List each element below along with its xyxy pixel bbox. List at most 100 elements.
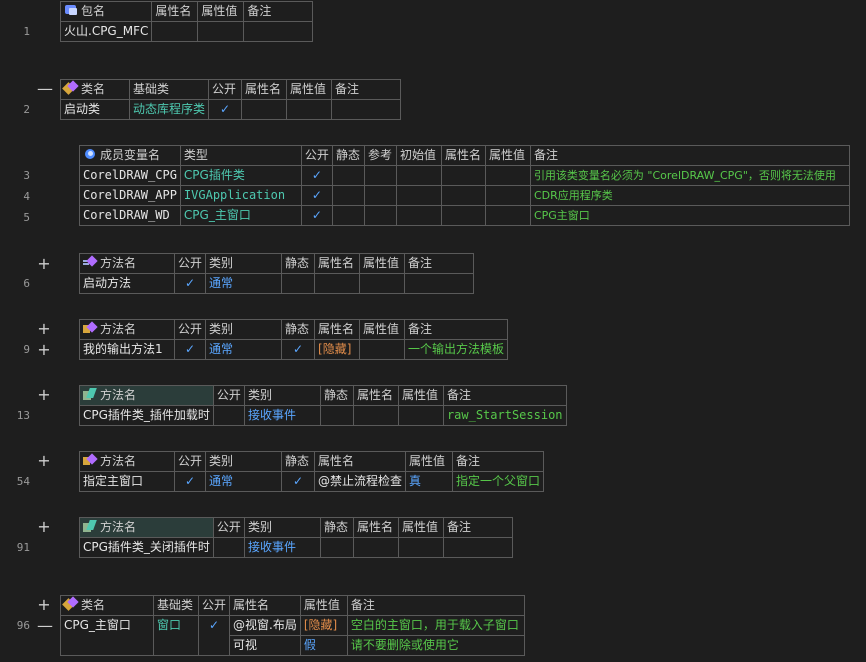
method-name-cell[interactable]: 指定主窗口	[79, 471, 175, 492]
member-name-cell[interactable]: CorelDRAW_APP	[79, 185, 181, 206]
method-table-plugin-load: 方法名 公开 类别 静态 属性名 属性值 备注 CPG插件类_插件加载时 接收事…	[79, 385, 567, 426]
attr-name-cell[interactable]	[314, 273, 361, 294]
attr-value-cell[interactable]: 真	[405, 471, 454, 492]
static-check-icon[interactable]: ✓	[281, 339, 316, 360]
attr-value-cell[interactable]	[286, 99, 333, 120]
attr-value-cell[interactable]: [隐藏]	[299, 615, 348, 636]
attr-name-cell[interactable]	[352, 405, 399, 426]
expand-icon[interactable]: +	[37, 340, 51, 359]
static-cell[interactable]	[319, 405, 354, 426]
member-name-cell[interactable]: CorelDRAW_CPG	[79, 165, 181, 186]
note-cell[interactable]	[404, 273, 475, 294]
static-cell[interactable]	[331, 185, 365, 206]
header-attr-value: 属性值	[397, 517, 444, 538]
header-note: 备注	[442, 385, 567, 406]
method-name-cell[interactable]: 我的输出方法1	[79, 339, 175, 360]
attr-name-cell[interactable]	[440, 205, 486, 226]
attr-name-cell[interactable]: @视窗.布局	[229, 615, 301, 636]
header-attr-value: 属性值	[484, 145, 531, 166]
collapse-icon[interactable]: —	[37, 79, 53, 98]
member-name-cell[interactable]: CorelDRAW_WD	[79, 205, 181, 226]
note-cell[interactable]: 一个输出方法模板	[404, 339, 509, 360]
note-cell[interactable]: CPG主窗口	[529, 205, 850, 226]
attr-name-cell[interactable]	[440, 185, 486, 206]
initial-value-cell[interactable]	[395, 185, 442, 206]
reference-cell[interactable]	[363, 205, 397, 226]
line-number: 1	[23, 25, 30, 38]
public-check-icon[interactable]: ✓	[197, 615, 231, 656]
kind-cell[interactable]: 通常	[205, 273, 283, 294]
static-cell[interactable]	[331, 165, 365, 186]
type-cell[interactable]: CPG_主窗口	[179, 205, 302, 226]
class-name-cell[interactable]: CPG_主窗口	[60, 615, 154, 656]
static-cell[interactable]	[331, 205, 365, 226]
public-cell[interactable]	[212, 537, 245, 558]
header-public: 公开	[212, 385, 245, 406]
static-cell[interactable]	[281, 273, 316, 294]
attr-name-cell[interactable]	[352, 537, 399, 558]
method-name-cell[interactable]: CPG插件类_关闭插件时	[79, 537, 214, 558]
kind-cell[interactable]: 接收事件	[243, 405, 321, 426]
public-check-icon[interactable]: ✓	[173, 273, 207, 294]
public-check-icon[interactable]: ✓	[208, 99, 243, 120]
note-cell[interactable]: 请不要删除或使用它	[346, 635, 525, 656]
public-cell[interactable]	[212, 405, 245, 426]
table-row: CorelDRAW_CPG CPG插件类 ✓ 引用该类变量名必须为 "Corel…	[79, 165, 850, 186]
class-name-cell[interactable]: 启动类	[60, 99, 130, 120]
note-cell[interactable]: raw_StartSession	[442, 405, 567, 426]
table-row: CorelDRAW_APP IVGApplication ✓ CDR应用程序类	[79, 185, 850, 206]
expand-icon[interactable]: +	[37, 451, 51, 470]
attr-value-cell[interactable]	[359, 273, 406, 294]
header-attr-name: 属性名	[314, 451, 407, 472]
type-cell[interactable]: CPG插件类	[179, 165, 302, 186]
type-cell[interactable]: IVGApplication	[179, 185, 302, 206]
attr-value-cell[interactable]	[484, 205, 531, 226]
expand-icon[interactable]: +	[37, 595, 51, 614]
attr-name-cell[interactable]: @禁止流程检查	[314, 471, 407, 492]
initial-value-cell[interactable]	[395, 205, 442, 226]
static-cell[interactable]	[319, 537, 354, 558]
attr-name-cell[interactable]	[440, 165, 486, 186]
kind-cell[interactable]: 接收事件	[243, 537, 321, 558]
attr-value-cell[interactable]: 假	[299, 635, 348, 656]
attr-name-cell[interactable]	[241, 99, 288, 120]
static-check-icon[interactable]: ✓	[281, 471, 316, 492]
attr-value-cell[interactable]	[359, 339, 406, 360]
attr-name-cell[interactable]	[151, 21, 199, 42]
kind-cell[interactable]: 通常	[205, 471, 283, 492]
header-attr-value: 属性值	[286, 79, 333, 100]
public-check-icon[interactable]: ✓	[173, 471, 207, 492]
collapse-icon[interactable]: —	[37, 616, 53, 635]
attr-value-cell[interactable]	[197, 21, 245, 42]
public-check-icon[interactable]: ✓	[173, 339, 207, 360]
attr-value-cell[interactable]	[484, 165, 531, 186]
note-cell[interactable]	[243, 21, 314, 42]
expand-icon[interactable]: +	[37, 385, 51, 404]
base-class-cell[interactable]: 窗口	[153, 615, 199, 656]
public-check-icon[interactable]: ✓	[300, 165, 333, 186]
note-cell[interactable]: 空白的主窗口，用于载入子窗口	[346, 615, 525, 636]
expand-icon[interactable]: +	[37, 319, 51, 338]
note-cell[interactable]: 指定一个父窗口	[452, 471, 545, 492]
public-check-icon[interactable]: ✓	[300, 205, 333, 226]
kind-cell[interactable]: 通常	[205, 339, 283, 360]
attr-value-cell[interactable]	[397, 405, 444, 426]
initial-value-cell[interactable]	[395, 165, 442, 186]
note-cell[interactable]	[442, 537, 513, 558]
public-check-icon[interactable]: ✓	[300, 185, 333, 206]
base-class-cell[interactable]: 动态库程序类	[128, 99, 210, 120]
note-cell[interactable]: 引用该类变量名必须为 "CorelDRAW_CPG"，否则将无法使用	[529, 165, 850, 186]
reference-cell[interactable]	[363, 165, 397, 186]
reference-cell[interactable]	[363, 185, 397, 206]
attr-value-cell[interactable]	[397, 537, 444, 558]
note-cell[interactable]: CDR应用程序类	[529, 185, 850, 206]
method-name-cell[interactable]: 启动方法	[79, 273, 175, 294]
attr-name-cell[interactable]: [隐藏]	[314, 339, 361, 360]
method-name-cell[interactable]: CPG插件类_插件加载时	[79, 405, 214, 426]
expand-icon[interactable]: +	[37, 517, 51, 536]
expand-icon[interactable]: +	[37, 254, 51, 273]
attr-value-cell[interactable]	[484, 185, 531, 206]
note-cell[interactable]	[331, 99, 402, 120]
package-name-cell[interactable]: 火山.CPG_MFC	[59, 21, 153, 42]
attr-name-cell[interactable]: 可视	[229, 635, 301, 656]
